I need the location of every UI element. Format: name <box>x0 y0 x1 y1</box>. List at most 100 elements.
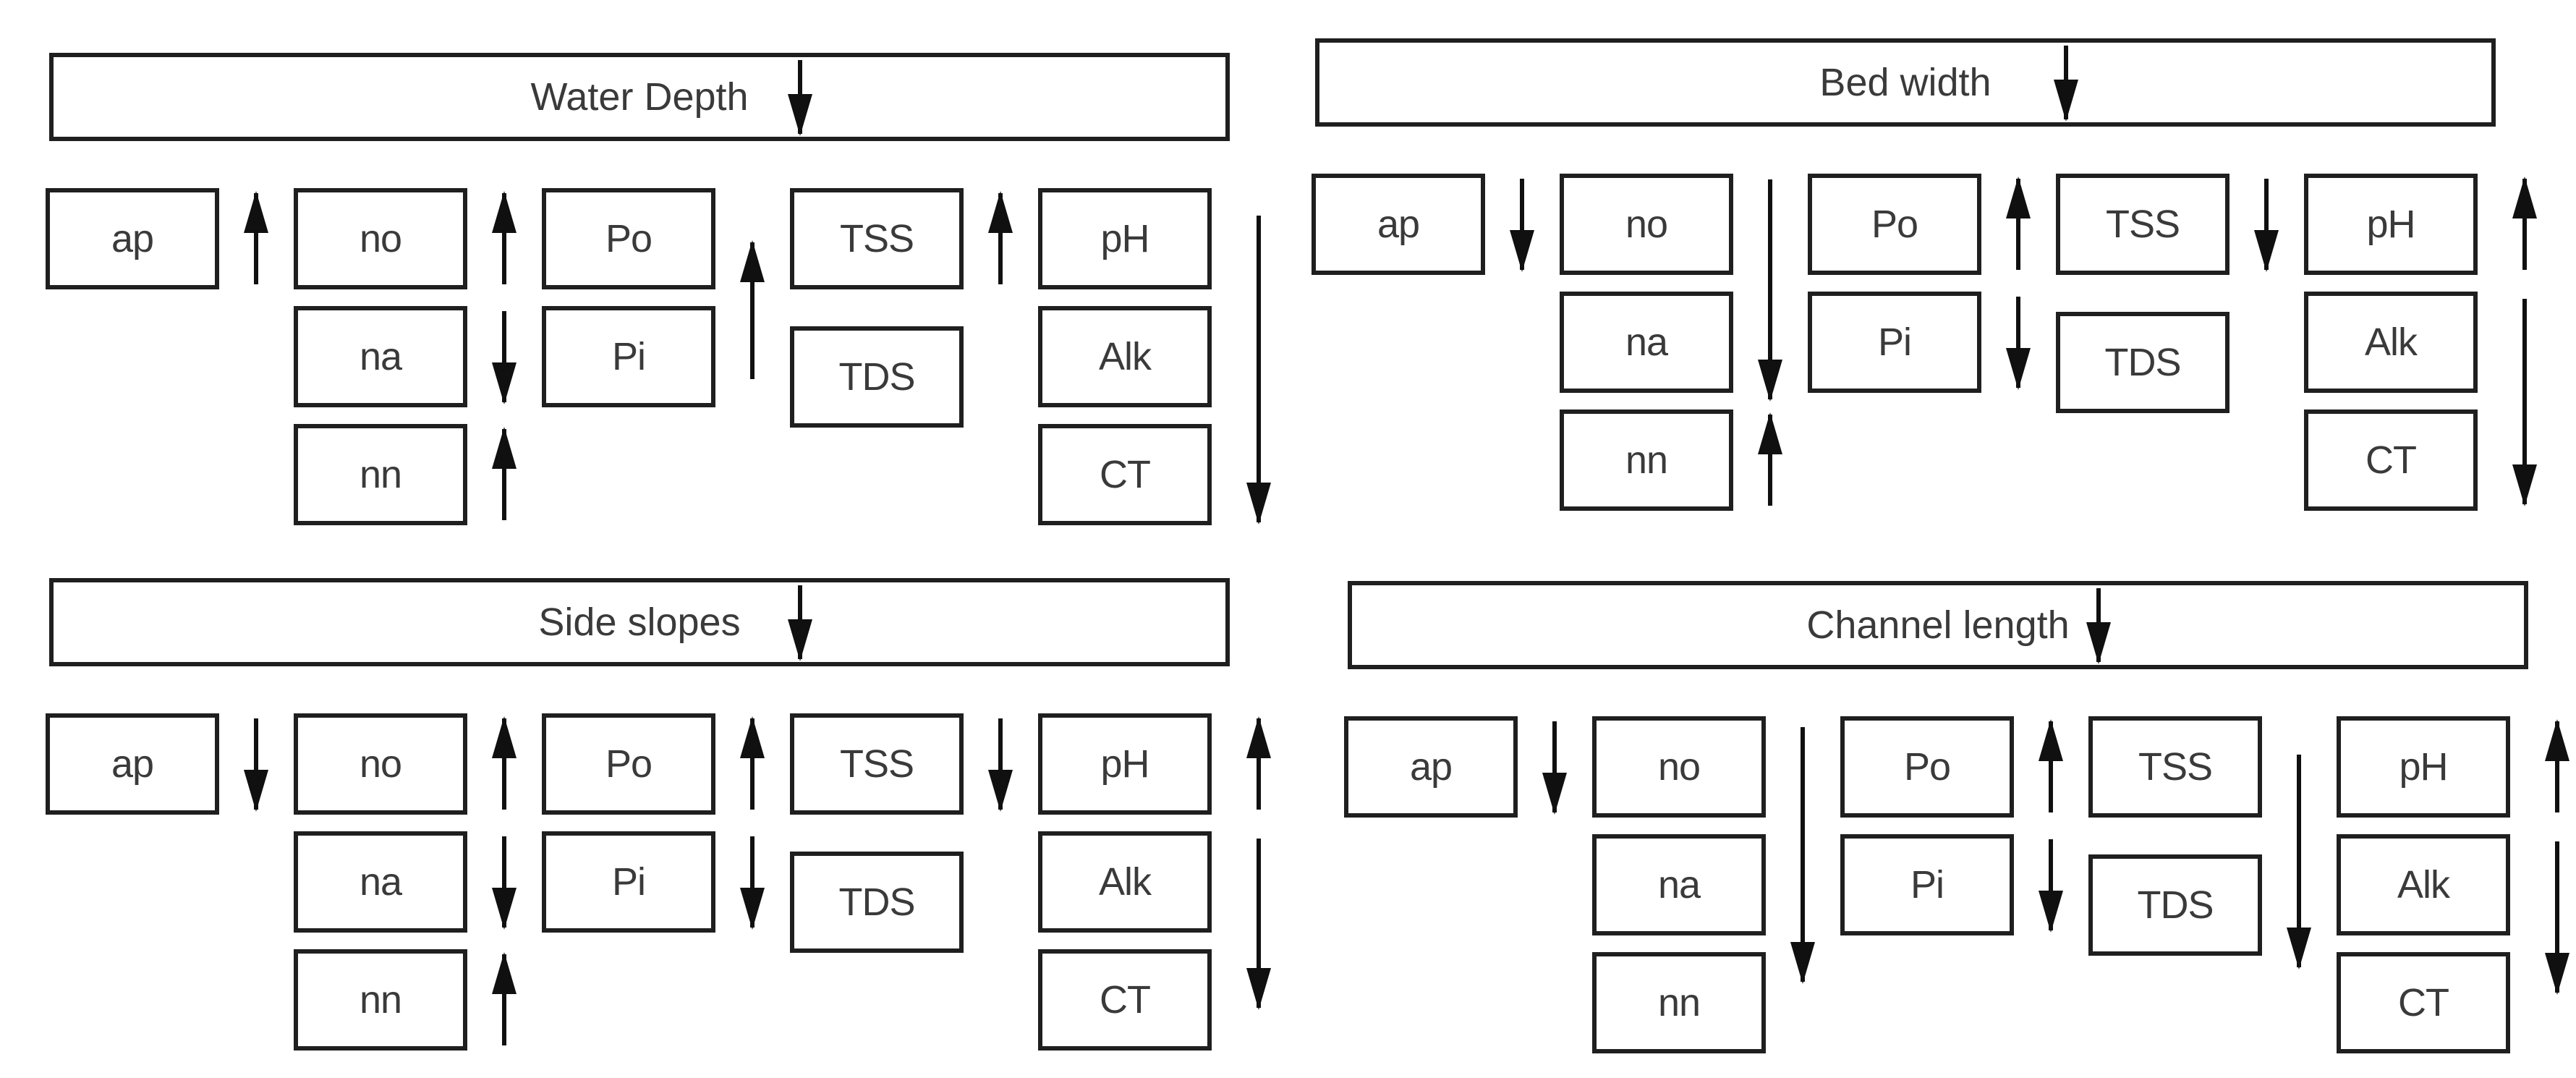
box-ph: pH <box>2304 174 2478 275</box>
box-label: no <box>359 217 402 260</box>
box-label: Pi <box>611 335 646 378</box>
box-tds: TDS <box>790 852 964 953</box>
up-arrow-icon <box>491 427 517 522</box>
up-arrow-icon <box>739 716 765 812</box>
box-tss: TSS <box>2088 716 2262 818</box>
box-po: Po <box>1808 174 1981 275</box>
down-arrow-icon <box>1757 177 1783 402</box>
box-ct: CT <box>2337 952 2510 1053</box>
panel-title: Channel length <box>1806 603 2070 647</box>
panel-title: Bed width <box>1819 61 1991 104</box>
up-arrow-icon <box>1246 716 1272 812</box>
box-alk: Alk <box>1038 306 1212 407</box>
down-arrow-icon <box>2286 752 2312 969</box>
box-label: na <box>359 335 402 378</box>
down-arrow-icon <box>2005 294 2031 390</box>
channel-length-header: Channel length <box>1348 581 2528 669</box>
box-po: Po <box>1840 716 2014 818</box>
up-arrow-icon <box>1757 412 1783 508</box>
down-arrow-icon <box>1246 836 1272 1010</box>
down-arrow-icon <box>2544 839 2570 995</box>
panel-title: Side slopes <box>538 600 741 644</box>
box-nn: nn <box>294 424 467 525</box>
box-label: Pi <box>1910 863 1944 907</box>
box-no: no <box>1592 716 1766 818</box>
box-tds: TDS <box>2056 312 2229 413</box>
box-label: no <box>359 742 402 786</box>
box-label: Po <box>605 217 652 260</box>
box-label: TSS <box>839 742 914 786</box>
up-arrow-icon <box>739 240 765 381</box>
up-arrow-icon <box>243 191 269 287</box>
box-label: CT <box>2365 438 2417 482</box>
down-arrow-icon <box>787 58 813 136</box>
box-label: CT <box>2398 981 2449 1024</box>
box-pi: Pi <box>542 831 715 933</box>
box-label: nn <box>1625 438 1668 482</box>
box-label: na <box>359 860 402 904</box>
box-ct: CT <box>2304 409 2478 511</box>
box-ph: pH <box>1038 713 1212 815</box>
box-label: Alk <box>2397 863 2450 907</box>
box-pi: Pi <box>542 306 715 407</box>
up-arrow-icon <box>491 952 517 1048</box>
box-label: Po <box>1871 203 1918 246</box>
box-na: na <box>1560 292 1733 393</box>
box-label: no <box>1657 745 1701 789</box>
box-na: na <box>294 306 467 407</box>
box-label: pH <box>1100 217 1149 260</box>
box-label: nn <box>359 453 402 496</box>
down-arrow-icon <box>1542 719 1568 815</box>
box-label: TSS <box>2105 203 2180 246</box>
bed-width-header: Bed width <box>1315 38 2496 127</box>
box-ap: ap <box>1344 716 1518 818</box>
down-arrow-icon <box>787 583 813 661</box>
box-alk: Alk <box>2304 292 2478 393</box>
down-arrow-icon <box>739 834 765 930</box>
box-tss: TSS <box>790 188 964 289</box>
box-ap: ap <box>46 713 219 815</box>
down-arrow-icon <box>1246 213 1272 525</box>
box-label: TDS <box>2137 883 2214 927</box>
box-label: TSS <box>839 217 914 260</box>
box-label: pH <box>2366 203 2415 246</box>
box-ph: pH <box>2337 716 2510 818</box>
box-label: TDS <box>838 880 916 924</box>
box-nn: nn <box>1592 952 1766 1053</box>
box-pi: Pi <box>1840 834 2014 935</box>
box-label: nn <box>359 978 402 1022</box>
box-nn: nn <box>294 949 467 1051</box>
box-label: pH <box>2399 745 2448 789</box>
box-alk: Alk <box>2337 834 2510 935</box>
box-label: Alk <box>1098 860 1152 904</box>
box-label: TDS <box>838 355 916 399</box>
box-no: no <box>294 188 467 289</box>
up-arrow-icon <box>987 191 1013 287</box>
box-label: Pi <box>611 860 646 904</box>
box-label: ap <box>1409 745 1453 789</box>
box-tss: TSS <box>2056 174 2229 275</box>
box-ct: CT <box>1038 424 1212 525</box>
box-label: Po <box>1903 745 1951 789</box>
down-arrow-icon <box>491 834 517 930</box>
box-tds: TDS <box>2088 854 2262 956</box>
down-arrow-icon <box>243 716 269 812</box>
box-label: CT <box>1100 453 1151 496</box>
box-label: no <box>1625 203 1668 246</box>
up-arrow-icon <box>2544 719 2570 815</box>
down-arrow-icon <box>491 309 517 404</box>
up-arrow-icon <box>2512 177 2538 272</box>
box-label: nn <box>1657 981 1701 1024</box>
box-po: Po <box>542 188 715 289</box>
box-ap: ap <box>46 188 219 289</box>
box-label: pH <box>1100 742 1149 786</box>
down-arrow-icon <box>1790 725 1816 984</box>
down-arrow-icon <box>987 716 1013 812</box>
